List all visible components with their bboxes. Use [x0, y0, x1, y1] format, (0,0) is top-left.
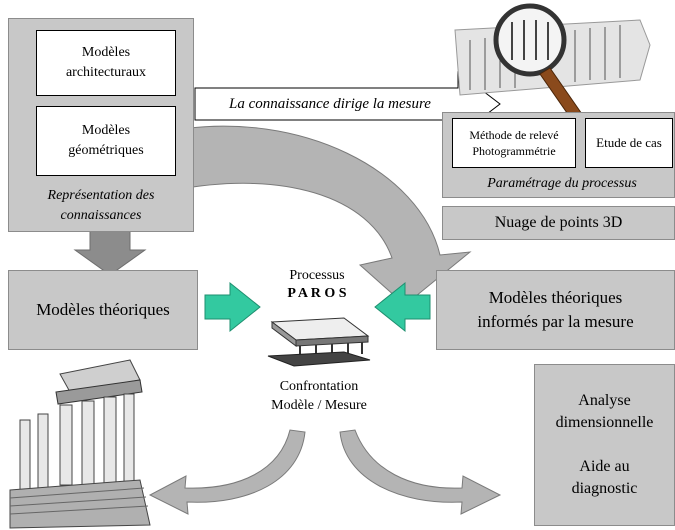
paros-name: P A R O S — [287, 286, 347, 301]
theoretical-models-box — [8, 270, 198, 350]
theoretical-models-label: Modèles théoriques — [36, 300, 170, 319]
informed-models-box — [436, 270, 675, 350]
bottom-right-arrow — [339, 429, 502, 515]
green-arrow-left — [374, 281, 431, 333]
process-caption: Paramétrage du processus — [487, 176, 637, 191]
temple-steps — [9, 479, 151, 529]
knowledge-caption: Représentation des connaissances — [47, 188, 155, 223]
magnified-columns — [511, 20, 549, 60]
analysis-label: Analyse dimensionnelle Aide au diagnosti… — [555, 392, 654, 497]
paros-process-label: Processus — [289, 268, 345, 283]
down-arrow — [73, 229, 147, 276]
temple-entablature — [55, 379, 143, 405]
box-architectural-models: Modèles architecturaux — [36, 30, 176, 96]
temple-columns — [19, 393, 135, 491]
point-cloud-box — [442, 206, 675, 240]
confrontation-label: Confrontation Modèle / Mesure — [271, 379, 367, 413]
informed-models-label: Modèles théoriques informés par la mesur… — [477, 288, 634, 331]
box-survey-method: Méthode de relevé Photogrammétrie — [452, 118, 576, 168]
box-geometric-models: Modèles géométriques — [36, 106, 176, 176]
arrow-label: La connaissance dirige la mesure — [229, 95, 431, 112]
box-case-study: Etude de cas — [585, 118, 673, 168]
point-cloud-label: Nuage de points 3D — [494, 214, 623, 231]
bottom-left-arrow — [148, 429, 306, 515]
green-arrow-right — [204, 281, 261, 333]
